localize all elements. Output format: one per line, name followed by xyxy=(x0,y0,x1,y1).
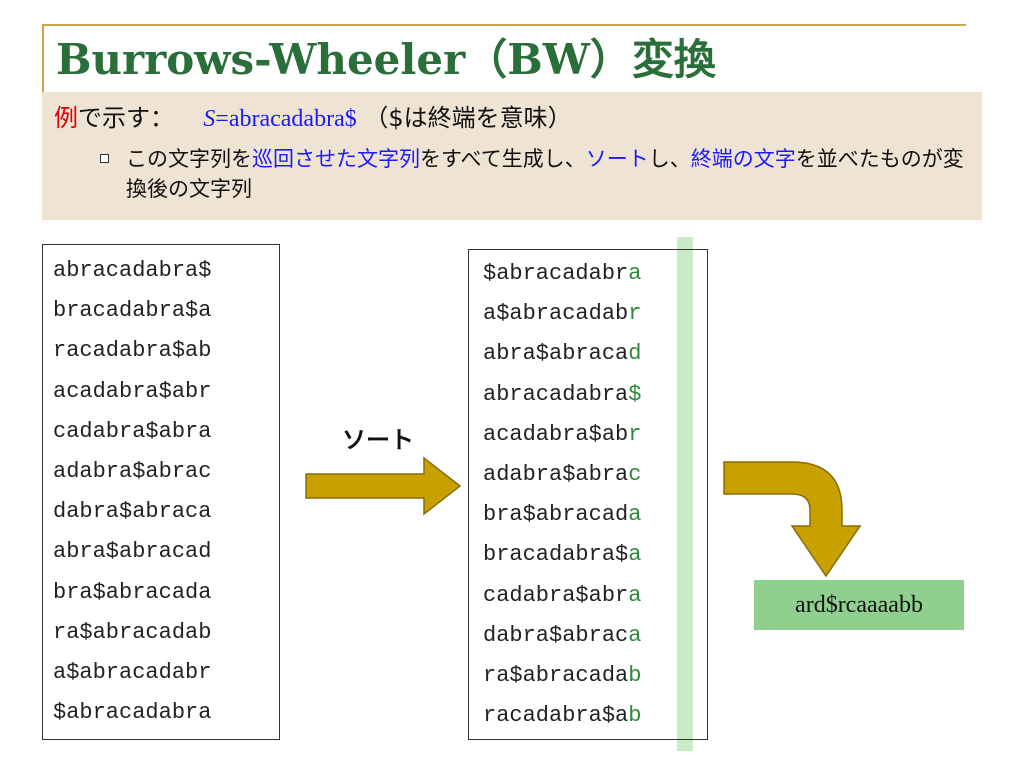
sorted-row: acadabra$abr xyxy=(483,415,641,455)
last-column-highlight xyxy=(677,237,693,751)
sorted-row: a$abracadabr xyxy=(483,294,641,334)
desc-rotated-strings: 巡回させた文字列 xyxy=(252,147,420,171)
sorted-row-last-char: a xyxy=(628,502,642,528)
rotation-row: cadabra$abra xyxy=(53,418,212,444)
rotation-row: abracadabra$ xyxy=(53,258,212,283)
string-value: abracadabra$ xyxy=(228,106,357,132)
desc-text: この文字列を xyxy=(126,147,252,171)
sorted-row: racadabra$ab xyxy=(483,696,641,736)
sorted-row: abra$abracad xyxy=(483,334,641,374)
sorted-row-head: abra$abraca xyxy=(483,341,629,367)
sorted-row: dabra$abraca xyxy=(483,616,641,656)
sorted-row: bra$abracada xyxy=(483,495,641,535)
slide-title: Burrows-Wheeler（BW）変換 xyxy=(56,35,716,84)
sorted-row-head: ra$abracada xyxy=(483,662,629,688)
rotation-row: bra$abracada xyxy=(53,579,212,605)
sorted-row-last-char: r xyxy=(628,421,642,447)
sorted-row-head: adabra$abra xyxy=(483,461,629,487)
sorted-row-last-char: d xyxy=(628,341,642,367)
sorted-row-last-char: r xyxy=(628,301,642,327)
string-equals: = xyxy=(215,106,229,132)
desc-text: し、 xyxy=(648,147,691,171)
rotation-row: ra$abracadab xyxy=(53,619,212,645)
title-left-rule xyxy=(42,24,44,92)
rotation-row: adabra$abrac xyxy=(53,458,212,484)
example-label-red: 例 xyxy=(54,104,78,132)
sorted-row: abracadabra$ xyxy=(483,375,641,415)
title-top-rule xyxy=(42,24,966,26)
sorted-row: $abracadabra xyxy=(483,254,641,294)
rotations-list: abracadabra$ bracadabra$a racadabra$ab acad… xyxy=(53,251,211,733)
right-arrow-icon xyxy=(305,456,462,516)
sorted-row-head: cadabra$abr xyxy=(483,582,629,608)
rotation-row: $abracadabra xyxy=(53,700,212,726)
terminator-note: （$は終端を意味） xyxy=(364,104,572,132)
sorted-row-last-char: a xyxy=(628,582,642,608)
sorted-row: cadabra$abra xyxy=(483,576,641,616)
sorted-row-head: bracadabra$ xyxy=(483,542,629,568)
example-label-rest: で示す： xyxy=(78,104,174,132)
sorted-row-last-char: b xyxy=(628,662,642,688)
rotations-box: abracadabra$ bracadabra$a racadabra$ab acad… xyxy=(42,244,280,740)
rotation-row: dabra$abraca xyxy=(53,499,212,525)
sorted-row-last-char: c xyxy=(628,461,642,487)
description-panel: 例で示す： S=abracadabra$ （$は終端を意味） この文字列を巡回さ… xyxy=(42,92,982,220)
sorted-row-head: racadabra$a xyxy=(483,703,629,729)
sorted-row: ra$abracadab xyxy=(483,656,641,696)
sorted-row: adabra$abrac xyxy=(483,455,641,495)
sorted-row: bracadabra$a xyxy=(483,535,641,575)
sorted-row-head: bra$abracad xyxy=(483,502,629,528)
desc-terminal-chars: 終端の文字 xyxy=(690,147,796,171)
sorted-row-head: dabra$abrac xyxy=(483,622,629,648)
bwt-result: ard$rcaaaabb xyxy=(754,580,964,630)
sorted-row-last-char: a xyxy=(628,261,642,286)
rotation-row: abra$abracad xyxy=(53,539,212,565)
string-variable: S xyxy=(203,106,216,132)
example-line: 例で示す： S=abracadabra$ （$は終端を意味） xyxy=(54,98,572,133)
sorted-row-last-char: a xyxy=(628,622,642,648)
curved-arrow-icon xyxy=(723,461,862,578)
sorted-row-head: abracadabra xyxy=(483,381,629,407)
desc-text: を並べたものが変換後の文字列 xyxy=(126,147,964,201)
sorted-row-head: a$abracadab xyxy=(483,301,629,327)
sorted-row-head: $abracadabr xyxy=(483,261,629,286)
rotation-row: racadabra$ab xyxy=(53,338,212,364)
sorted-row-last-char: b xyxy=(628,703,642,729)
rotation-row: acadabra$abr xyxy=(53,378,212,404)
desc-text: をすべて生成し、 xyxy=(420,147,586,171)
procedure-description: この文字列を巡回させた文字列をすべて生成し、ソートし、終端の文字を並べたものが変… xyxy=(126,144,966,204)
bullet-square-icon xyxy=(100,154,109,163)
sorted-row-head: acadabra$ab xyxy=(483,421,629,447)
sorted-row-last-char: $ xyxy=(628,381,642,407)
sort-arrow-label: ソート xyxy=(342,426,414,454)
desc-sort: ソート xyxy=(585,147,649,171)
sorted-row-last-char: a xyxy=(628,542,642,568)
rotation-row: bracadabra$a xyxy=(53,298,212,324)
rotation-row: a$abracadabr xyxy=(53,659,212,685)
